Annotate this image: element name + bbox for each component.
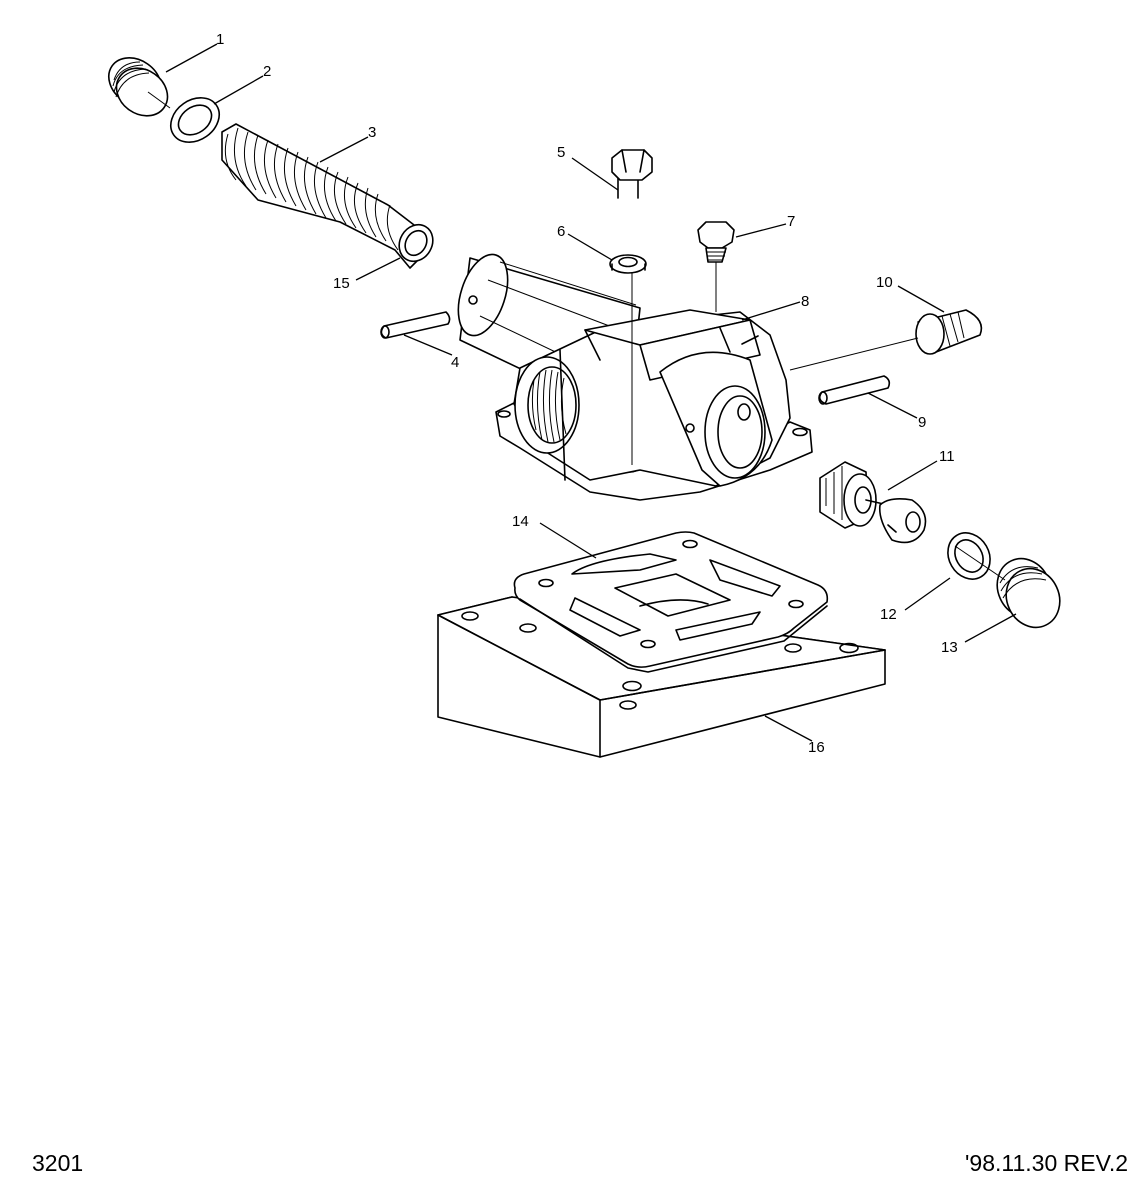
callout-6: 6 <box>557 223 565 240</box>
callout-7: 7 <box>787 213 795 230</box>
callout-5: 5 <box>557 144 565 161</box>
callout-8: 8 <box>801 293 809 310</box>
callout-3: 3 <box>368 124 376 141</box>
callout-numbers: 1 2 3 4 5 6 7 8 9 10 11 12 13 14 15 16 <box>216 31 958 756</box>
callout-10: 10 <box>876 274 893 291</box>
revision-date: '98.11.30 REV.2 <box>965 1150 1128 1176</box>
callout-1: 1 <box>216 31 224 48</box>
callout-2: 2 <box>263 63 271 80</box>
drawing-number: 3201 <box>32 1150 84 1176</box>
plug-part-10 <box>915 309 983 355</box>
housing-part <box>457 253 813 501</box>
pin-part-9 <box>818 375 891 405</box>
callout-9: 9 <box>918 414 926 431</box>
callout-16: 16 <box>808 739 825 756</box>
valve-part-11 <box>819 461 927 544</box>
callout-13: 13 <box>941 639 958 656</box>
washer-part-6 <box>609 254 647 274</box>
plug-part-1 <box>108 57 169 117</box>
plug-part-13 <box>996 557 1061 629</box>
plug-screw-part-7 <box>697 221 735 263</box>
callout-12: 12 <box>880 606 897 623</box>
callout-15: 15 <box>333 275 350 292</box>
alignment-lines <box>147 91 1006 581</box>
callout-4: 4 <box>451 354 459 371</box>
spring-part-3 <box>221 123 434 269</box>
washer-part-2 <box>170 97 220 143</box>
callout-14: 14 <box>512 513 529 530</box>
gasket-part <box>513 531 829 673</box>
pin-part-4 <box>380 311 451 339</box>
leader-lines <box>165 43 1017 742</box>
bolt-part-5 <box>611 149 653 199</box>
callout-11: 11 <box>939 448 955 465</box>
